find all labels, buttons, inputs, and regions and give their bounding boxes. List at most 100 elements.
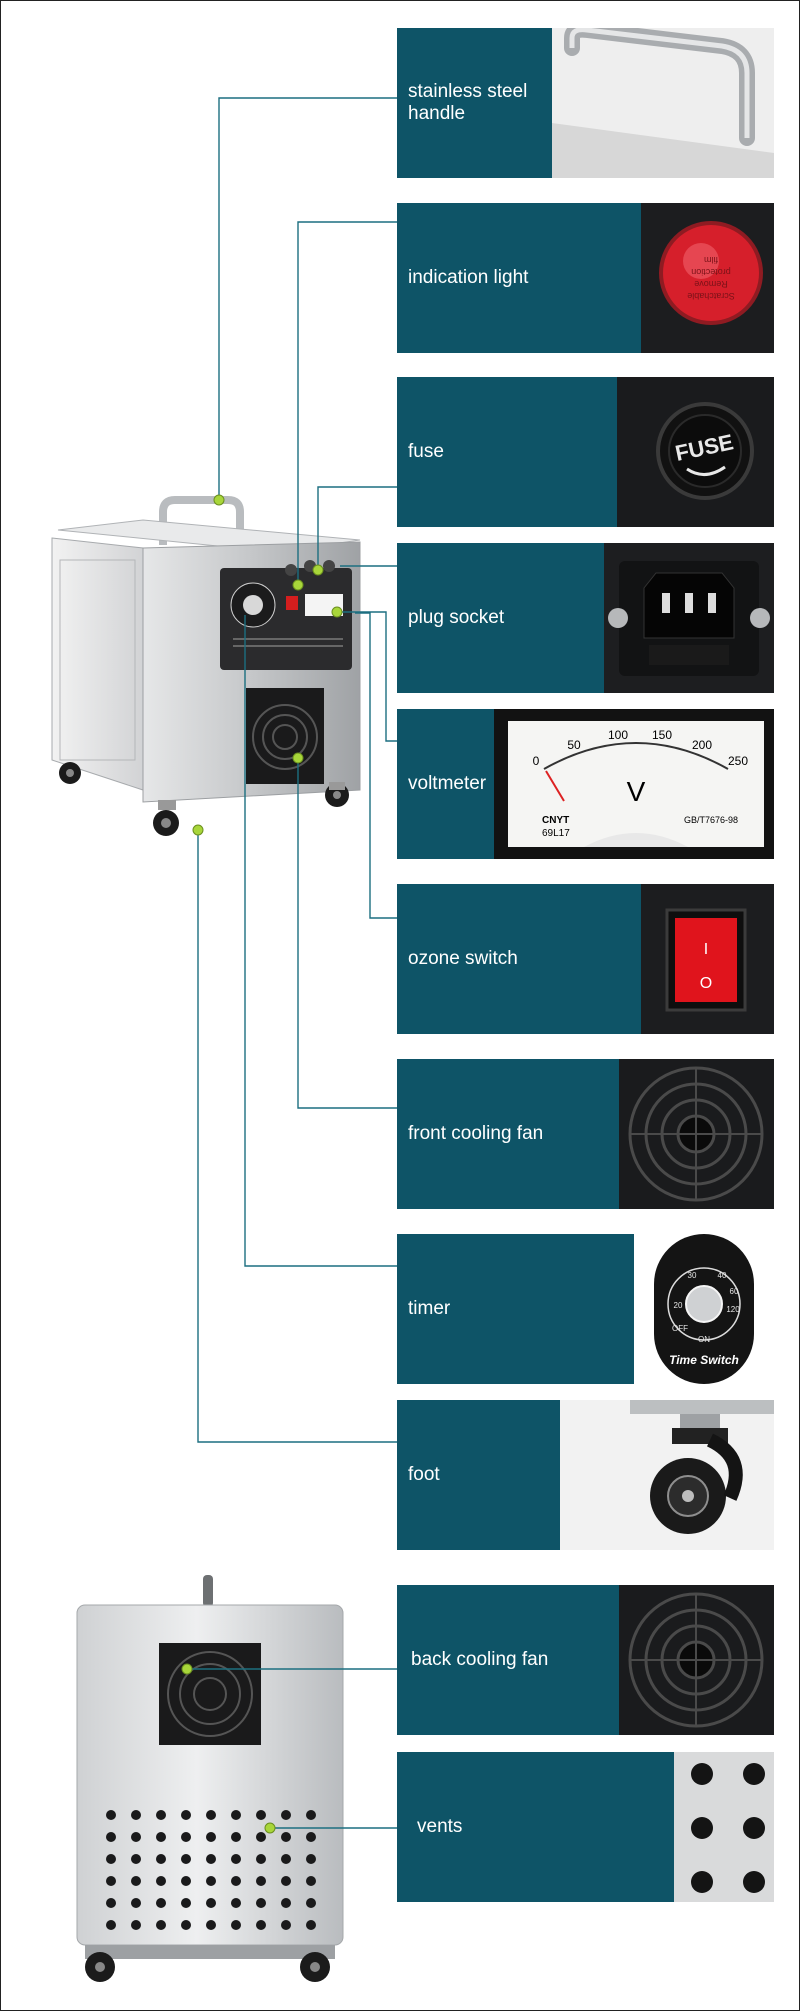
photo-text: protection [691, 267, 731, 277]
vent-hole [281, 1854, 291, 1864]
vent-hole [256, 1920, 266, 1930]
vent-hole [206, 1920, 216, 1930]
fan-photo-icon [619, 1059, 774, 1209]
red-light-photo-icon: Scratchable Remove protection film [641, 203, 774, 353]
marker-dot [213, 494, 225, 506]
marker-dot [331, 606, 343, 618]
vent-hole [281, 1832, 291, 1842]
vent-hole [106, 1854, 116, 1864]
callout-label: foot [408, 1464, 440, 1485]
callout-foot: foot [397, 1400, 774, 1550]
vent-hole [231, 1810, 241, 1820]
vent-hole [256, 1854, 266, 1864]
vent-hole [181, 1898, 191, 1908]
callout-label: fuse [408, 441, 444, 462]
callout-label: ozone switch [408, 948, 518, 969]
marker-dot [181, 1663, 193, 1675]
vent-hole [156, 1920, 166, 1930]
vent-hole [306, 1876, 316, 1886]
vent-hole [106, 1810, 116, 1820]
callout-label: timer [408, 1298, 451, 1319]
vent-hole [106, 1898, 116, 1908]
callout-vents: vents [397, 1752, 774, 1902]
callout-fuse: fuse FUSE [397, 377, 774, 527]
vent-hole [256, 1876, 266, 1886]
marker-dot [192, 824, 204, 836]
vent-hole [181, 1854, 191, 1864]
timer-photo-icon: 20 30 40 60 120 OFF ON Time Switch [634, 1234, 774, 1384]
callout-plug-socket: plug socket [397, 543, 774, 693]
handle-photo-icon [552, 28, 774, 178]
vent-hole [231, 1898, 241, 1908]
callout-label: back cooling fan [411, 1649, 549, 1670]
photo-text: film [704, 255, 718, 265]
vent-hole [281, 1920, 291, 1930]
vent-hole [281, 1876, 291, 1886]
vent-hole [281, 1810, 291, 1820]
photo-text: 50 [567, 738, 581, 752]
vent-hole [256, 1810, 266, 1820]
photo-text: V [627, 776, 646, 807]
callout-label: front cooling fan [408, 1123, 544, 1144]
callout-back-cooling-fan: back cooling fan [397, 1585, 774, 1735]
connector-timer [244, 615, 397, 1267]
callout-label: indication light [408, 267, 529, 288]
vent-hole [256, 1898, 266, 1908]
vent-hole [156, 1810, 166, 1820]
photo-text: GB/T7676-98 [684, 815, 738, 825]
photo-text: 200 [692, 738, 712, 752]
photo-text: 100 [608, 728, 628, 742]
photo-text: 0 [533, 754, 540, 768]
connector-handle [218, 97, 397, 500]
connector-foot [197, 830, 397, 1443]
connector-front-cooling-fan [297, 758, 397, 1109]
vent-hole [131, 1876, 141, 1886]
connector-voltmeter [337, 611, 397, 742]
fuse-photo-icon: FUSE [617, 377, 774, 527]
vent-hole [231, 1832, 241, 1842]
vent-hole [131, 1810, 141, 1820]
photo-text: I [704, 941, 708, 958]
voltmeter-photo-icon: 0 50 100 150 200 250 V CNYT 69L17 GB/T76… [494, 709, 774, 859]
vent-hole [181, 1876, 191, 1886]
vent-hole [106, 1832, 116, 1842]
callout-voltmeter: voltmeter 0 50 100 150 200 250 V CNYT 69… [397, 709, 774, 859]
vent-hole [156, 1876, 166, 1886]
vent-hole [156, 1898, 166, 1908]
vent-hole [106, 1876, 116, 1886]
vent-hole [181, 1920, 191, 1930]
photo-text: Scratchable [687, 291, 735, 301]
vents-photo-icon [674, 1752, 774, 1902]
vent-hole [131, 1854, 141, 1864]
photo-text: Time Switch [669, 1353, 739, 1367]
vent-hole [306, 1854, 316, 1864]
vent-hole [206, 1898, 216, 1908]
marker-dot [292, 579, 304, 591]
connector-ozone-switch [355, 612, 397, 919]
vent-hole [156, 1854, 166, 1864]
photo-text: OFF [672, 1324, 688, 1333]
connector-indication-light [297, 221, 397, 585]
callout-timer: timer 20 30 40 60 120 OFF ON Time Switch [397, 1234, 774, 1384]
vent-hole [206, 1810, 216, 1820]
vent-hole [231, 1854, 241, 1864]
back-device-illustration [76, 1575, 344, 1982]
vent-hole [131, 1832, 141, 1842]
callout-front-cooling-fan: front cooling fan [397, 1059, 774, 1209]
vent-hole [256, 1832, 266, 1842]
vent-hole [106, 1920, 116, 1930]
connector-fuse [317, 486, 397, 570]
callout-indication-light: indication light Scratchable Remove prot… [397, 203, 774, 353]
photo-text: 60 [730, 1287, 739, 1296]
vent-hole [206, 1876, 216, 1886]
photo-text: CNYT [542, 815, 569, 826]
socket-photo-icon [604, 543, 774, 693]
photo-text: 69L17 [542, 828, 570, 839]
callout-label: plug socket [408, 607, 505, 628]
vent-hole [306, 1920, 316, 1930]
fan-photo-icon [619, 1585, 774, 1735]
vent-hole [306, 1898, 316, 1908]
vent-hole [231, 1920, 241, 1930]
vent-hole [281, 1898, 291, 1908]
